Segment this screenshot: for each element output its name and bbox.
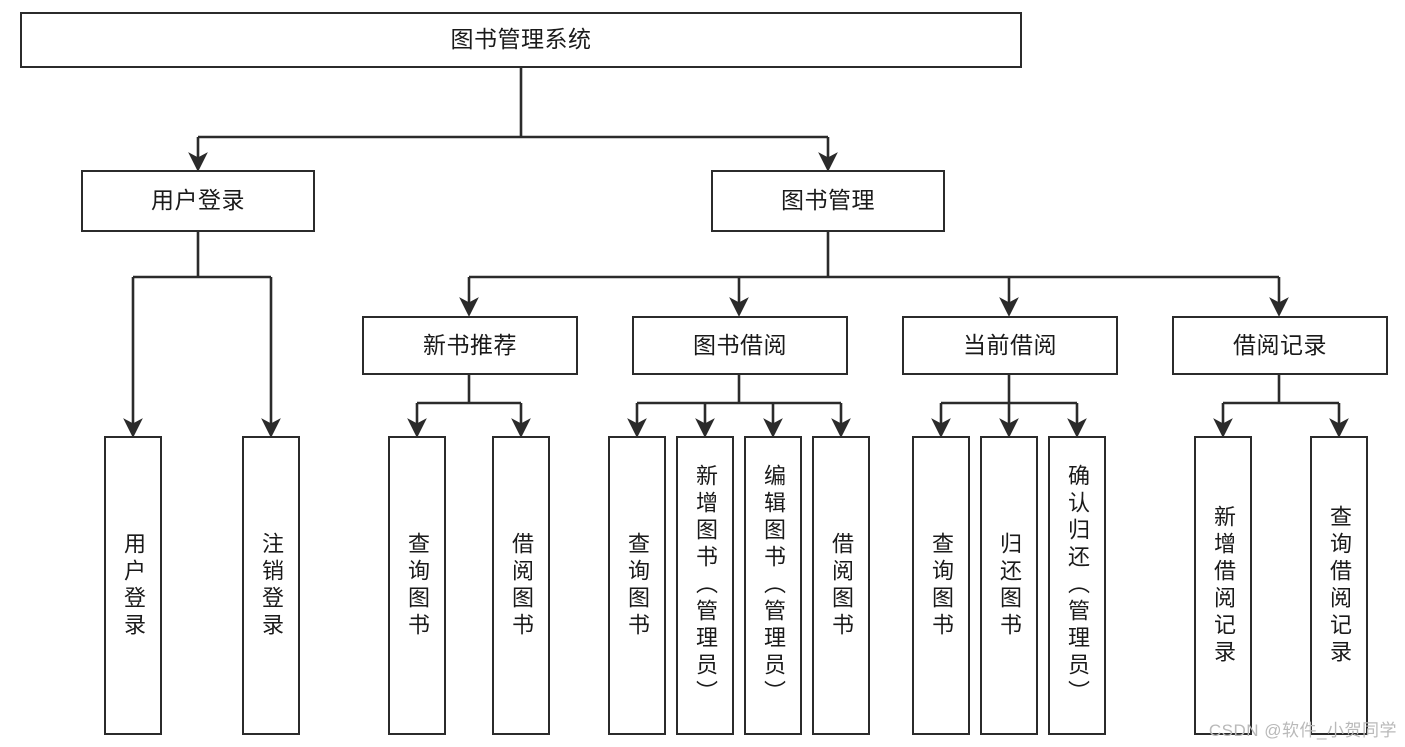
leaf-label: 新增图书（管理员） bbox=[693, 464, 718, 707]
csdn-watermark: CSDN @软件_小贺同学 bbox=[1208, 721, 1397, 740]
node-book-management[interactable]: 图书管理 bbox=[711, 170, 945, 232]
leaf-user-login[interactable]: 用户登录 bbox=[104, 436, 162, 735]
leaf-logout-login[interactable]: 注销登录 bbox=[242, 436, 300, 735]
leaf-label: 查询图书 bbox=[625, 531, 650, 640]
leaf-label: 查询图书 bbox=[929, 531, 954, 640]
leaf-label: 确认归还（管理员） bbox=[1065, 464, 1090, 707]
leaf-label: 借阅图书 bbox=[509, 531, 534, 640]
leaf-query-book-borrow[interactable]: 查询图书 bbox=[608, 436, 666, 735]
leaf-query-book-recommend[interactable]: 查询图书 bbox=[388, 436, 446, 735]
leaf-return-book[interactable]: 归还图书 bbox=[980, 436, 1038, 735]
node-book-borrow[interactable]: 图书借阅 bbox=[632, 316, 848, 375]
node-user-login[interactable]: 用户登录 bbox=[81, 170, 315, 232]
leaf-label: 借阅图书 bbox=[829, 531, 854, 640]
leaf-label: 新增借阅记录 bbox=[1211, 504, 1236, 667]
leaf-label: 编辑图书（管理员） bbox=[761, 464, 786, 707]
leaf-add-borrow-record[interactable]: 新增借阅记录 bbox=[1194, 436, 1252, 735]
leaf-query-book-current[interactable]: 查询图书 bbox=[912, 436, 970, 735]
node-new-book-recommend[interactable]: 新书推荐 bbox=[362, 316, 578, 375]
node-current-borrow[interactable]: 当前借阅 bbox=[902, 316, 1118, 375]
leaf-label: 用户登录 bbox=[121, 531, 146, 640]
node-root-system[interactable]: 图书管理系统 bbox=[20, 12, 1022, 68]
leaf-label: 查询借阅记录 bbox=[1327, 504, 1352, 667]
leaf-borrow-book-recommend[interactable]: 借阅图书 bbox=[492, 436, 550, 735]
leaf-borrow-book[interactable]: 借阅图书 bbox=[812, 436, 870, 735]
leaf-edit-book[interactable]: 编辑图书（管理员） bbox=[744, 436, 802, 735]
node-borrow-record[interactable]: 借阅记录 bbox=[1172, 316, 1388, 375]
leaf-label: 查询图书 bbox=[405, 531, 430, 640]
leaf-label: 注销登录 bbox=[259, 531, 284, 640]
leaf-confirm-return[interactable]: 确认归还（管理员） bbox=[1048, 436, 1106, 735]
leaf-query-borrow-record[interactable]: 查询借阅记录 bbox=[1310, 436, 1368, 735]
leaf-add-book[interactable]: 新增图书（管理员） bbox=[676, 436, 734, 735]
leaf-label: 归还图书 bbox=[997, 531, 1022, 640]
